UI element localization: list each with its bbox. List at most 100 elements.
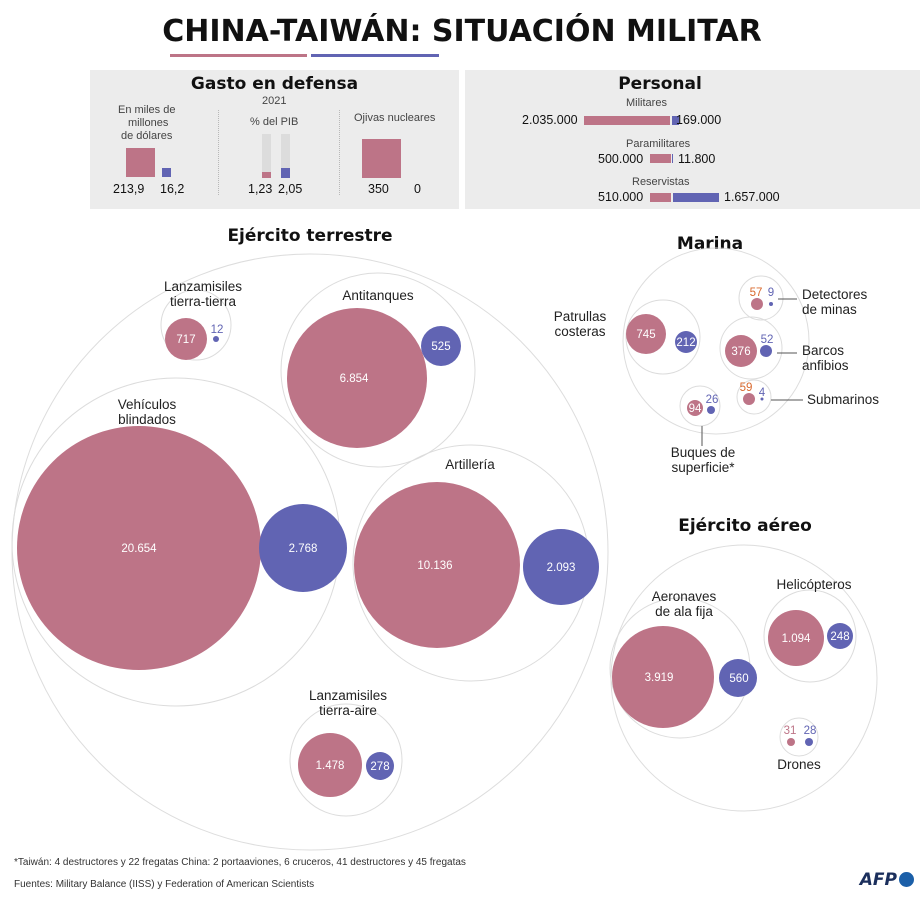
defense-separator [218, 110, 219, 195]
nukes-value-china: 350 [368, 182, 389, 196]
group-ring [280, 272, 476, 468]
group-label-line: Barcos [802, 343, 844, 358]
group-label: Submarinos [807, 392, 879, 407]
china-bubble [612, 626, 714, 728]
china-bubble [725, 335, 757, 367]
navy-bubbles: 745 212 Patrullas costeras 57 9 Detector… [554, 247, 879, 475]
group-label-line: tierra-tierra [170, 294, 237, 309]
nukes-bar-china [362, 139, 401, 178]
taiwan-value: 248 [830, 631, 849, 643]
china-bubble [354, 482, 520, 648]
taiwan-value: 560 [729, 673, 748, 685]
gdp-value-china: 1,23 [248, 182, 273, 196]
taiwan-bubble [719, 659, 757, 697]
taiwan-bubble [421, 326, 461, 366]
taiwan-bubble [707, 406, 715, 414]
nukes-caption: Ojivas nucleares [354, 112, 436, 124]
air-title: Ejército aéreo [678, 516, 812, 536]
taiwan-value: 212 [676, 337, 695, 349]
personnel-china-value: 510.000 [598, 190, 644, 204]
gdp-bar-taiwan [281, 168, 290, 178]
group-ring [738, 275, 784, 321]
group-ring [719, 316, 783, 380]
group-ring [679, 385, 721, 427]
group-label-line: Aeronaves [652, 589, 717, 604]
title-underline-china [170, 54, 307, 57]
group-label-line: Detectores [802, 287, 868, 302]
army-title: Ejército terrestre [227, 226, 393, 246]
spend-value-taiwan: 16,2 [160, 182, 185, 196]
air-bubbles: Aeronaves de ala fija 3.919 560 Helicópt… [609, 544, 878, 812]
group-label-line: Patrullas [554, 309, 607, 324]
group-label-line: blindados [118, 412, 176, 427]
personnel-taiwan-value: 169.000 [676, 113, 722, 127]
china-value: 10.136 [417, 560, 452, 572]
army-bubbles: Lanzamisiles tierra-tierra 717 12 Antita… [11, 253, 609, 851]
personnel-bar-china [584, 116, 670, 125]
spend-bar-taiwan [162, 168, 171, 177]
taiwan-value: 26 [706, 394, 719, 406]
taiwan-bubble [675, 331, 697, 353]
personnel-title: Personal [618, 74, 702, 94]
taiwan-bubble [259, 504, 347, 592]
group-label-line: de minas [802, 302, 857, 317]
afp-logo-dot [899, 872, 914, 887]
personnel-label: Reservistas [632, 176, 690, 188]
defense-title: Gasto en defensa [190, 74, 359, 94]
china-bubble [298, 733, 362, 797]
china-value: 745 [636, 329, 655, 341]
page-title: CHINA-TAIWÁN: SITUACIÓN MILITAR [162, 14, 762, 49]
china-value: 1.478 [316, 760, 345, 772]
taiwan-bubble [805, 738, 813, 746]
taiwan-bubble [760, 345, 772, 357]
afp-logo-text: AFP [859, 870, 897, 890]
taiwan-value: 12 [211, 324, 224, 336]
china-value: 31 [784, 725, 797, 737]
china-value: 1.094 [782, 633, 811, 645]
taiwan-bubble [366, 752, 394, 780]
group-label: Helicópteros [776, 577, 851, 592]
gdp-bar-china [262, 172, 271, 178]
personnel-bar-taiwan [673, 193, 719, 202]
china-value: 6.854 [340, 373, 369, 385]
group-label-line: tierra-aire [319, 703, 377, 718]
spend-caption-line1: En miles de [118, 104, 176, 116]
group-label: Antitanques [342, 288, 414, 303]
personnel-bar-china [650, 193, 671, 202]
defense-year: 2021 [262, 95, 287, 107]
group-label-line: Buques de [671, 445, 736, 460]
china-bubble [17, 426, 261, 670]
taiwan-value: 2.768 [289, 543, 318, 555]
china-value: 20.654 [121, 543, 157, 555]
taiwan-value: 52 [761, 334, 774, 346]
gdp-caption: % del PIB [250, 116, 299, 128]
personnel-bar-taiwan [672, 154, 673, 163]
group-ring [625, 299, 701, 375]
personnel-taiwan-value: 11.800 [678, 152, 716, 166]
china-bubble [687, 400, 703, 416]
group-ring [736, 379, 772, 415]
taiwan-bubble [760, 397, 764, 401]
afp-logo: AFP [860, 870, 914, 890]
spend-caption-line3: de dólares [121, 130, 173, 142]
defense-separator [339, 110, 340, 195]
taiwan-bubble [827, 623, 853, 649]
group-label-line: costeras [554, 324, 605, 339]
china-bubble [787, 738, 795, 746]
spend-bar-china [126, 148, 155, 177]
china-value: 3.919 [645, 672, 674, 684]
gdp-bar-bg-taiwan [281, 134, 290, 178]
china-value: 94 [689, 403, 702, 415]
china-bubble [743, 393, 755, 405]
personnel-china-value: 2.035.000 [522, 113, 578, 127]
china-bubble [751, 298, 763, 310]
group-label-line: anfibios [802, 358, 849, 373]
taiwan-bubble [523, 529, 599, 605]
gdp-bar-bg-china [262, 134, 271, 178]
footnote: *Taiwán: 4 destructores y 22 fregatas Ch… [14, 857, 466, 868]
china-value: 57 [750, 287, 763, 299]
taiwan-value: 2.093 [547, 562, 576, 574]
gdp-value-taiwan: 2,05 [278, 182, 303, 196]
personnel-bar-china [650, 154, 671, 163]
